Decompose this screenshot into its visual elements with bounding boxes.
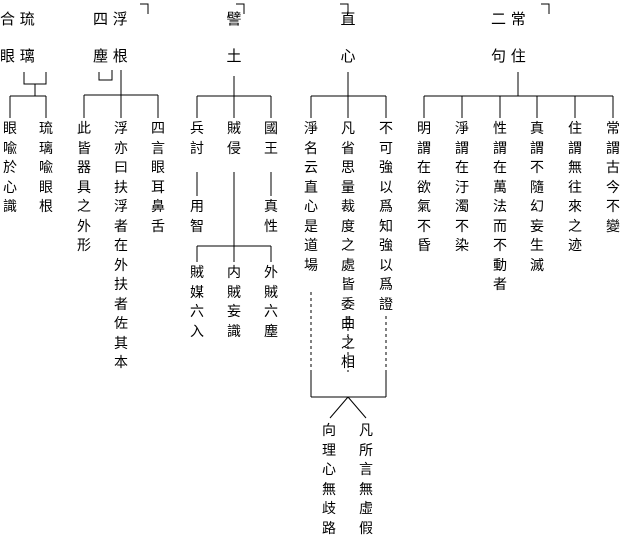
group2-leaf-3: 四言眼耳鼻舌: [151, 121, 165, 235]
group2-leaf-2: 浮亦曰扶浮者在外扶者佐其本: [114, 121, 128, 371]
group5-leaf-1: 明謂在欲氣不昏: [417, 121, 431, 254]
bracket-yan-li: [23, 72, 47, 85]
bracket-pi-tu: [236, 3, 245, 14]
group3-leaf-1b: 用智: [190, 199, 204, 235]
group3-sub-1: 賊媒六入: [190, 265, 204, 340]
group3-leaf-3a: 國王: [264, 121, 278, 157]
group5-leaf-5: 住謂無往來之迹: [568, 121, 582, 254]
bracket-fu-gen: [140, 3, 149, 14]
group2-top-text: 四 浮: [93, 10, 128, 28]
group4-top-text: 直: [340, 10, 356, 28]
group3-sub-3: 外賊六塵: [264, 265, 278, 340]
group4-label-text: 心: [340, 47, 356, 65]
group1-label-text: 眼 璃: [0, 47, 35, 65]
group5-leaf-6: 常謂古今不變: [606, 121, 620, 235]
group1-leaf-2: 琉璃喩眼根: [39, 121, 53, 215]
group4-leaf-3: 不可強以爲知強以爲證: [379, 121, 393, 313]
group2-label-text: 塵 根: [93, 47, 128, 65]
group2-leaf-1: 此皆器具之外形: [77, 121, 91, 254]
group4-leaf-2: 凡省思量裁度之處皆委曲之相: [341, 121, 355, 371]
group3-leaf-3b: 真性: [264, 199, 278, 235]
group4-sub-2: 凡所言無虛假: [359, 423, 373, 537]
group4-sub-1: 向理心無歧路: [322, 423, 336, 537]
group5-leaf-2: 淨謂在汙濁不染: [455, 121, 469, 254]
group5-leaf-4: 真謂不隨幻妄生滅: [530, 121, 544, 274]
group5-top-text: 二 常: [491, 10, 526, 28]
group5-label-text: 句 住: [491, 47, 526, 65]
group3-sub-2: 内賊妄識: [227, 265, 241, 340]
group3-leaf-1a: 兵討: [190, 121, 204, 157]
group3-top-text: 譬: [226, 10, 242, 28]
bracket-zhi-xin: [340, 3, 349, 14]
group1-top-text: 合 琉: [0, 10, 35, 28]
group4-leaf-1: 淨名云直心是道場: [304, 121, 318, 274]
bracket-chen: [98, 70, 113, 81]
group1-leaf-1: 眼喩於心識: [3, 121, 17, 215]
group5-leaf-3: 性謂在萬法而不動者: [493, 121, 507, 293]
bracket-chang-zhu: [541, 3, 550, 14]
group3-label-text: 土: [226, 47, 242, 65]
group3-leaf-2: 賊侵: [227, 121, 241, 157]
